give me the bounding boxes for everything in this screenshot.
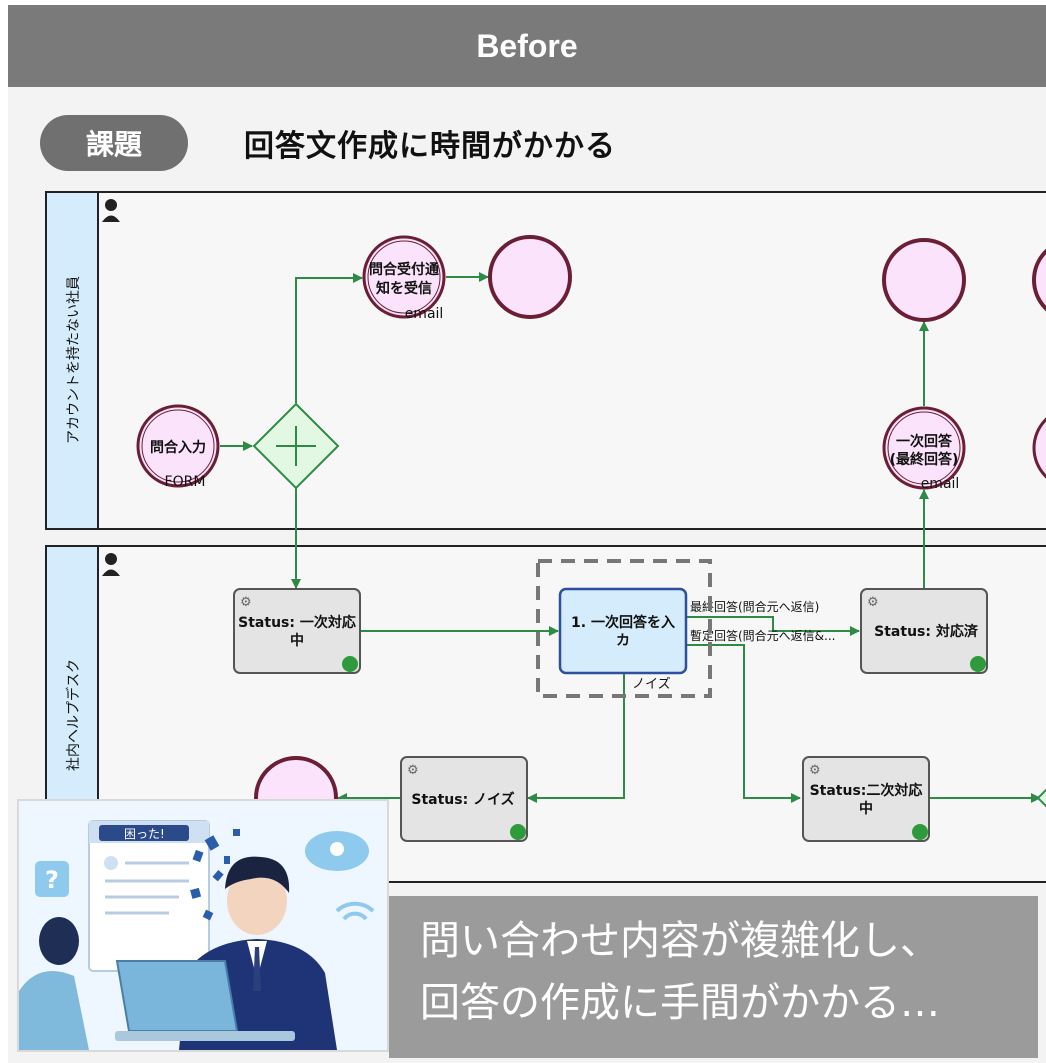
intermediate-event-notice: 問合受付通 知を受信 email — [362, 235, 446, 322]
caption-line-2: 回答の作成に手間がかかる… — [420, 980, 940, 1026]
illustration-art: 困った! ? — [19, 801, 387, 1050]
question-mark: ? — [45, 866, 59, 894]
form-event-label: 問合入力 — [150, 439, 206, 456]
fragments-icon — [190, 829, 240, 921]
lane-top: アカウントを持たない社員 — [45, 191, 1046, 530]
caption: 問い合わせ内容が複雑化し、 回答の作成に手間がかかる… — [420, 910, 940, 1034]
end-event-1 — [488, 235, 572, 319]
flow-label-noise: ノイズ — [632, 676, 671, 692]
gear-icon: ⚙ — [867, 595, 879, 610]
parallel-gateway — [252, 402, 340, 490]
cloud-icon — [305, 831, 369, 871]
gear-icon: ⚙ — [240, 595, 252, 610]
task-answer-label-2: カ — [616, 633, 630, 649]
issue-badge: 課題 — [40, 115, 188, 171]
person-icon — [102, 199, 120, 222]
wifi-icon — [335, 901, 375, 921]
answer-event-label-2: (最終回答) — [890, 451, 959, 468]
chat-window-icon: 困った! — [88, 820, 210, 972]
notice-event-label-2: 知を受信 — [376, 280, 432, 297]
task-status-first[interactable]: ⚙ Status: 一次対応 中 — [233, 588, 361, 674]
task-status-first-label-1: Status: 一次対応 — [238, 614, 356, 631]
intermediate-event-answer: 一次回答 (最終回答) email — [882, 406, 966, 492]
task-status-noise[interactable]: ⚙ Status: ノイズ — [400, 756, 528, 842]
task-answer-input[interactable]: 1. 一次回答を入 カ — [558, 587, 688, 675]
form-event-sub: FORM — [165, 474, 206, 490]
gear-icon: ⚙ — [407, 763, 419, 778]
issue-title: 回答文作成に時間がかかる — [244, 129, 616, 164]
lane-bottom-label: 社内ヘルプデスク — [65, 659, 82, 771]
header-title: Before — [8, 5, 1046, 87]
start-event-form: 問合入力 FORM — [136, 404, 220, 490]
task-status-second-label-2: 中 — [859, 800, 873, 817]
gear-icon: ⚙ — [809, 763, 821, 778]
caption-line-1: 問い合わせ内容が複雑化し、 — [420, 918, 940, 964]
task-status-second[interactable]: ⚙ Status:二次対応 中 — [802, 756, 930, 842]
task-status-noise-label: Status: ノイズ — [411, 791, 514, 808]
calculator-icon — [970, 656, 986, 672]
flow-label-final: 最終回答(問合元へ返信) — [690, 599, 819, 614]
person-icon — [102, 553, 120, 576]
gateway-partial — [1036, 788, 1046, 808]
notice-event-label-1: 問合受付通 — [369, 261, 439, 278]
question-icon: ? — [35, 861, 69, 897]
end-event-3 — [1032, 248, 1046, 312]
highlight-dashed-box — [536, 559, 712, 698]
issue-row: 課題 回答文作成に時間がかかる — [40, 115, 616, 171]
answer-event-label-1: 一次回答 — [896, 433, 953, 450]
colleague-figure — [19, 917, 89, 1050]
intermediate-event-partial — [1032, 417, 1046, 479]
task-status-done[interactable]: ⚙ Status: 対応済 — [860, 588, 988, 674]
sequence-flows — [220, 272, 1041, 803]
answer-event-sub: email — [921, 476, 960, 492]
task-status-done-label: Status: 対応済 — [874, 623, 979, 640]
worried-worker-illustration: 困った! ? — [17, 799, 389, 1052]
chat-bubble-text: 困った! — [124, 827, 165, 841]
calculator-icon — [510, 824, 526, 840]
task-status-second-label-1: Status:二次対応 — [810, 782, 923, 799]
laptop-icon — [115, 960, 295, 1041]
flow-label-interim: 暫定回答(問合元へ返信&... — [690, 628, 835, 643]
task-answer-label-1: 1. 一次回答を入 — [571, 614, 675, 631]
task-status-first-label-2: 中 — [290, 632, 304, 649]
calculator-icon — [912, 824, 928, 840]
lane-top-label: アカウントを持たない社員 — [66, 276, 82, 444]
notice-event-sub: email — [405, 306, 444, 322]
end-event-2 — [882, 238, 966, 322]
calculator-icon — [342, 656, 358, 672]
caption-band — [389, 896, 1038, 1058]
